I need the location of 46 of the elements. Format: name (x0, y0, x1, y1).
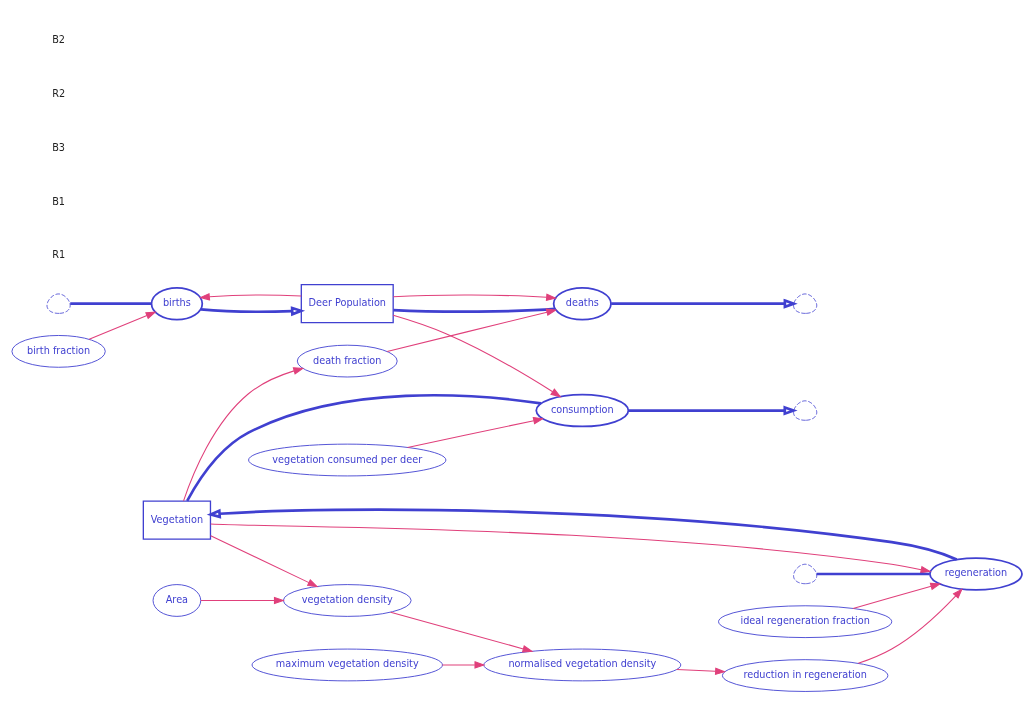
node-ellipse: births (150, 286, 204, 320)
connector (186, 393, 542, 501)
label: B3 (52, 141, 66, 153)
connector (70, 301, 152, 305)
node-ellipse: birth fraction (11, 334, 106, 368)
node-ellipse: vegetation density (282, 583, 412, 617)
arrow (198, 292, 302, 301)
node-cloud (793, 293, 818, 314)
arrow (386, 308, 558, 352)
arrow (210, 522, 932, 573)
arrow (407, 416, 545, 448)
arrow (88, 311, 157, 340)
node-cloud (46, 293, 71, 314)
node-ellipse: ideal regeneration fraction (718, 604, 893, 638)
node-cloud (793, 563, 818, 584)
node-cloud (793, 399, 818, 421)
label: B1 (52, 195, 66, 207)
node-ellipse: deaths (552, 286, 612, 320)
arrow (857, 587, 963, 664)
arrow (390, 611, 534, 652)
arrow (183, 366, 305, 501)
arrow (441, 660, 486, 669)
label: B2 (52, 33, 66, 45)
arrow (852, 582, 942, 609)
node-ellipse: reduction in regeneration (722, 658, 889, 692)
arrow (206, 507, 958, 561)
arrow (676, 666, 727, 675)
arrow (200, 305, 306, 316)
node-ellipse: vegetation consumed per deer (248, 443, 447, 476)
label: R1 (52, 248, 66, 260)
arrow (210, 534, 319, 587)
node-ellipse: Area (152, 583, 202, 617)
label: R2 (52, 87, 66, 99)
arrow (392, 292, 558, 301)
arrow (628, 405, 798, 415)
connector (393, 307, 556, 313)
node-ellipse: death fraction (296, 344, 398, 377)
arrow (392, 314, 562, 397)
node-ellipse: maximum vegetation density (251, 648, 443, 681)
node-box: Vegetation (142, 499, 212, 540)
node-ellipse: normalised vegetation density (483, 648, 682, 681)
arrow (200, 596, 285, 604)
connector (816, 572, 930, 575)
node-ellipse: consumption (535, 393, 630, 427)
arrow (611, 298, 798, 309)
node-box: Deer Population (300, 283, 394, 323)
